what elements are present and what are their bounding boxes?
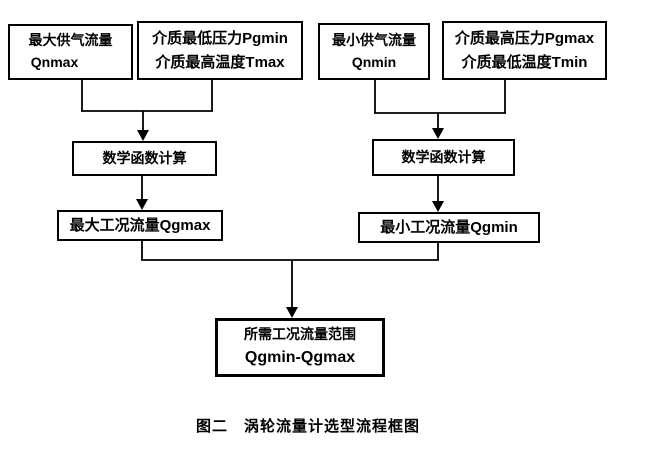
box-max-supply-flow-symbol: Qnmax (30, 54, 79, 70)
box-max-temp-label: 介质最高温度Tmax (155, 53, 285, 71)
box-required-flow-range-label: 所需工况流量范围 (244, 326, 356, 343)
box-max-operating-flow-label: 最大工况流量Qgmax (69, 216, 211, 234)
box-math-calc-right: 数学函数计算 (372, 139, 515, 176)
box-min-supply-flow-label: 最小供气流量 (332, 31, 416, 48)
box-required-flow-range-symbol: Qgmin-Qgmax (244, 348, 356, 366)
box-required-flow-range: 所需工况流量范围 Qgmin-Qgmax (215, 318, 385, 377)
arrowhead-down-icon (432, 201, 444, 212)
box-math-calc-left-label: 数学函数计算 (102, 149, 187, 166)
box-max-operating-flow: 最大工况流量Qgmax (57, 210, 223, 241)
arrowhead-down-icon (136, 199, 148, 210)
box-math-calc-left: 数学函数计算 (72, 141, 217, 176)
box-min-supply-flow: 最小供气流量 Qnmin (318, 23, 430, 80)
arrowhead-down-icon (432, 128, 444, 139)
box-min-operating-flow-label: 最小工况流量Qgmin (380, 218, 518, 236)
box-min-operating-flow: 最小工况流量Qgmin (358, 212, 540, 243)
box-min-pressure-label: 介质最低压力Pgmin (152, 30, 288, 48)
arrowhead-down-icon (137, 130, 149, 141)
arrowhead-down-icon (286, 307, 298, 318)
box-medium-min-pressure-max-temp: 介质最低压力Pgmin 介质最高温度Tmax (137, 21, 303, 80)
box-medium-max-pressure-min-temp: 介质最高压力Pgmax 介质最低温度Tmin (442, 21, 607, 80)
box-max-supply-flow-label: 最大供气流量 (28, 32, 113, 49)
box-math-calc-right-label: 数学函数计算 (401, 148, 486, 165)
box-max-supply-flow: 最大供气流量 Qnmax (8, 24, 133, 80)
figure-caption: 图二 涡轮流量计选型流程框图 (195, 418, 420, 435)
box-min-temp-label: 介质最低温度Tmin (461, 53, 588, 71)
box-max-pressure-label: 介质最高压力Pgmax (454, 30, 595, 48)
box-min-supply-flow-symbol: Qnmin (351, 53, 397, 70)
